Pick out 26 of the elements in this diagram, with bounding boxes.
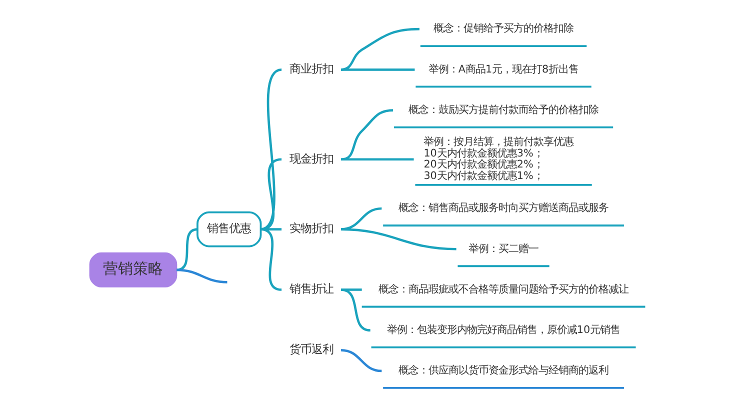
connector (176, 268, 227, 284)
node-text: 概念：商品瑕疵或不合格等质量问题给予买方的价格减让 (378, 283, 628, 296)
node-text: 概念：促销给予买方的价格扣除 (433, 22, 574, 35)
node-text: 概念：销售商品或服务时向买方赠送商品或服务 (398, 202, 608, 214)
node-box: 营销策略 (88, 252, 177, 288)
connector (340, 349, 382, 372)
connector (340, 228, 456, 250)
connector (340, 68, 414, 71)
connector (176, 228, 198, 272)
connector (340, 28, 419, 71)
node-text: 实物折扣 (288, 221, 333, 236)
connector (340, 288, 370, 332)
node-text: 现金折扣 (288, 151, 333, 166)
node-text: 举例：按月结算，提前付款享优惠 10天内付款金额优惠3%； 20天内付款金额优惠2%； 30天内付款金额优惠1%； (423, 136, 574, 182)
node-text: 举例：包装变形内物完好商品销售，原价减10元销售 (386, 324, 620, 336)
connector (340, 158, 414, 161)
node-text: 销售折让 (288, 282, 333, 296)
node-text: 概念：供应商以货币资金形式给与经销商的返利 (398, 364, 608, 377)
node-box: 销售优惠 (196, 211, 262, 248)
node-text: 举例：买二赠一 (468, 242, 538, 255)
node-text: 举例：A商品1元，现在打8折出售 (428, 63, 578, 76)
node-text: 货币返利 (288, 342, 333, 356)
node-text: 概念：鼓励买方提前付款而给予的价格扣除 (408, 104, 598, 116)
connector (260, 228, 282, 291)
connector (340, 288, 362, 291)
node-text: 商业折扣 (288, 62, 333, 76)
